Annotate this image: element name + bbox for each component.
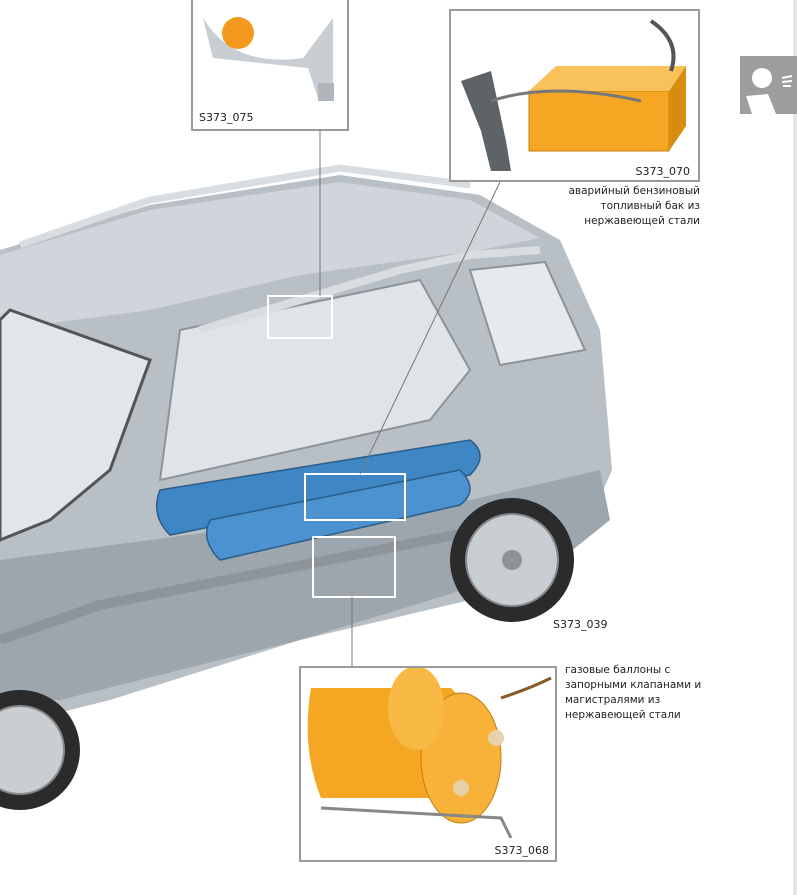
- figure-gas-cylinders: S373_068: [299, 666, 557, 862]
- main-figure-code: S373_039: [553, 618, 608, 631]
- gas-cylinders-caption: газовые баллоны с запорными клапанами и …: [565, 664, 702, 721]
- page-edge: [793, 0, 797, 895]
- petrol-tank-caption: аварийный бензиновый топливный бак из не…: [568, 185, 701, 227]
- figure-petrol-tank: S373_070: [449, 9, 700, 182]
- gas-cylinders-illustration: [307, 668, 552, 839]
- figure-code: S373_075: [199, 111, 254, 124]
- petrol-tank-illustration: [461, 19, 686, 171]
- figure-filler-cap: S373_075: [191, 0, 349, 131]
- figure-code: S373_068: [494, 844, 549, 857]
- filler-cap-illustration: [203, 17, 334, 101]
- figure-code: S373_070: [635, 165, 690, 178]
- reader-hand-icon: [740, 56, 797, 114]
